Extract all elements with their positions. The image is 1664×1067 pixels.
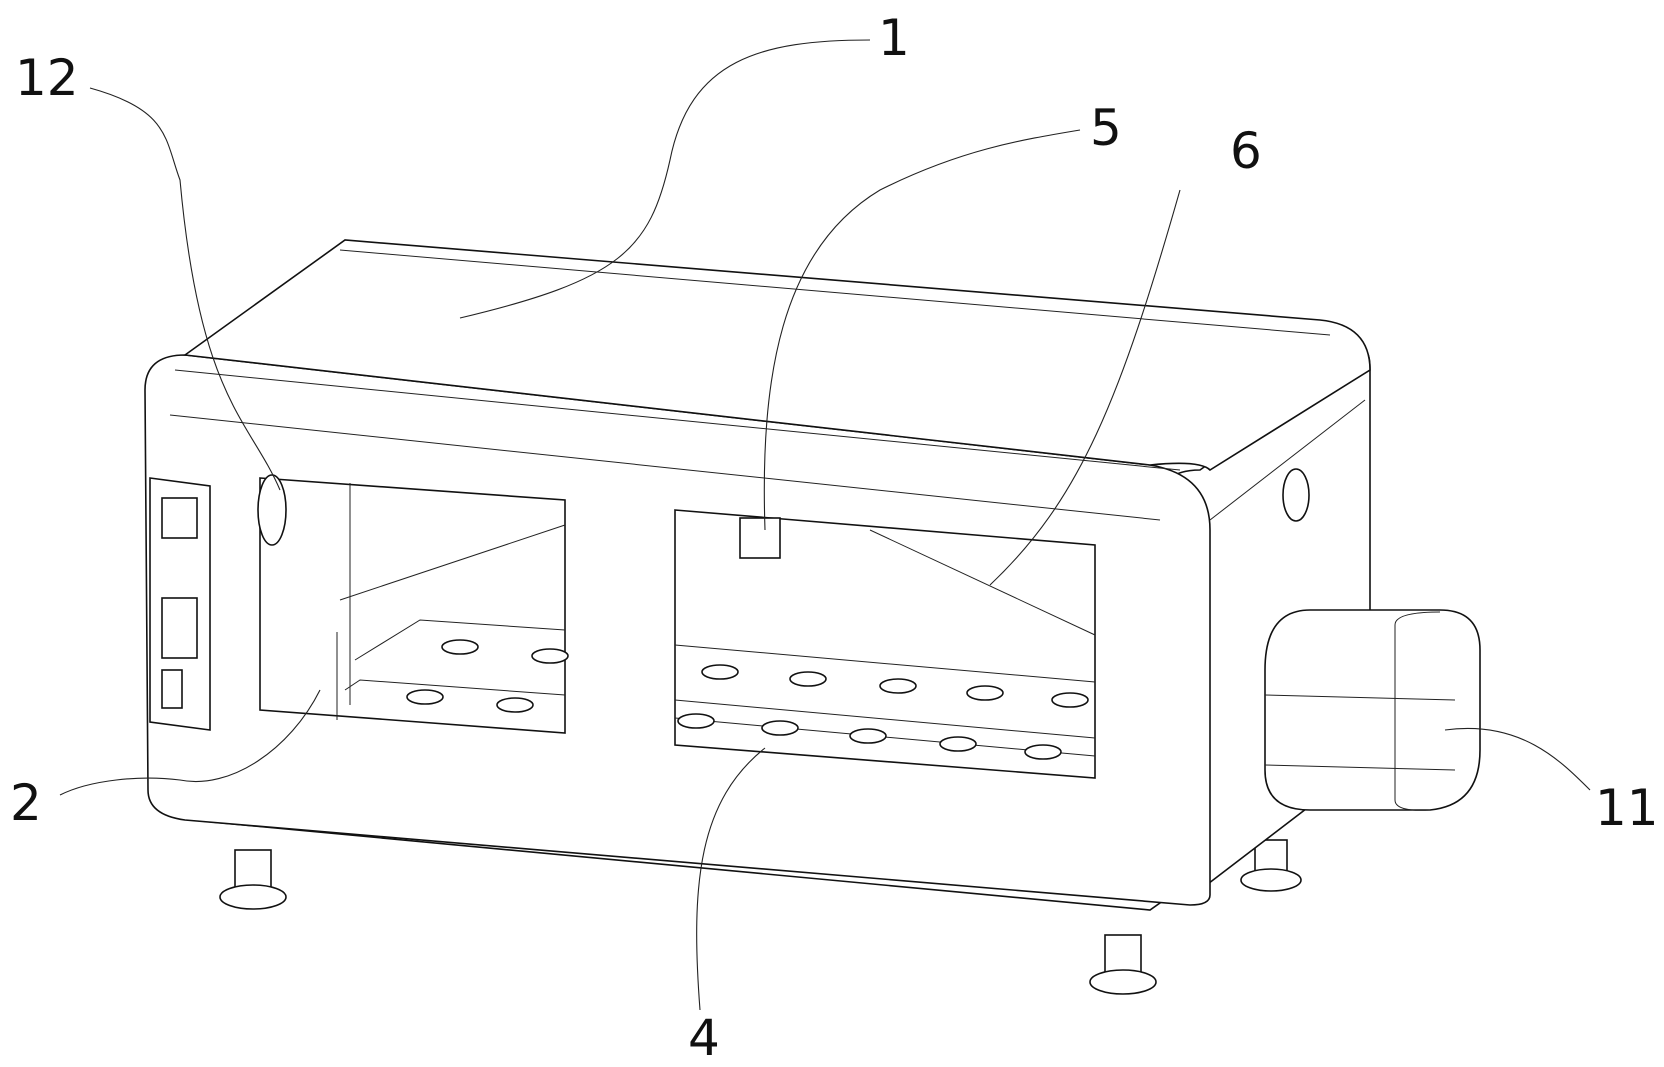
label-1: 1 bbox=[878, 9, 910, 67]
label-6: 6 bbox=[1230, 122, 1262, 180]
label-2: 2 bbox=[10, 774, 42, 832]
side-knob bbox=[1283, 469, 1309, 521]
label-11: 11 bbox=[1595, 779, 1659, 837]
label-5: 5 bbox=[1090, 99, 1122, 157]
control-panel bbox=[150, 478, 210, 730]
label-12: 12 bbox=[15, 49, 79, 107]
label-4: 4 bbox=[688, 1009, 720, 1067]
motor-box bbox=[1265, 610, 1480, 810]
fan bbox=[258, 475, 286, 545]
